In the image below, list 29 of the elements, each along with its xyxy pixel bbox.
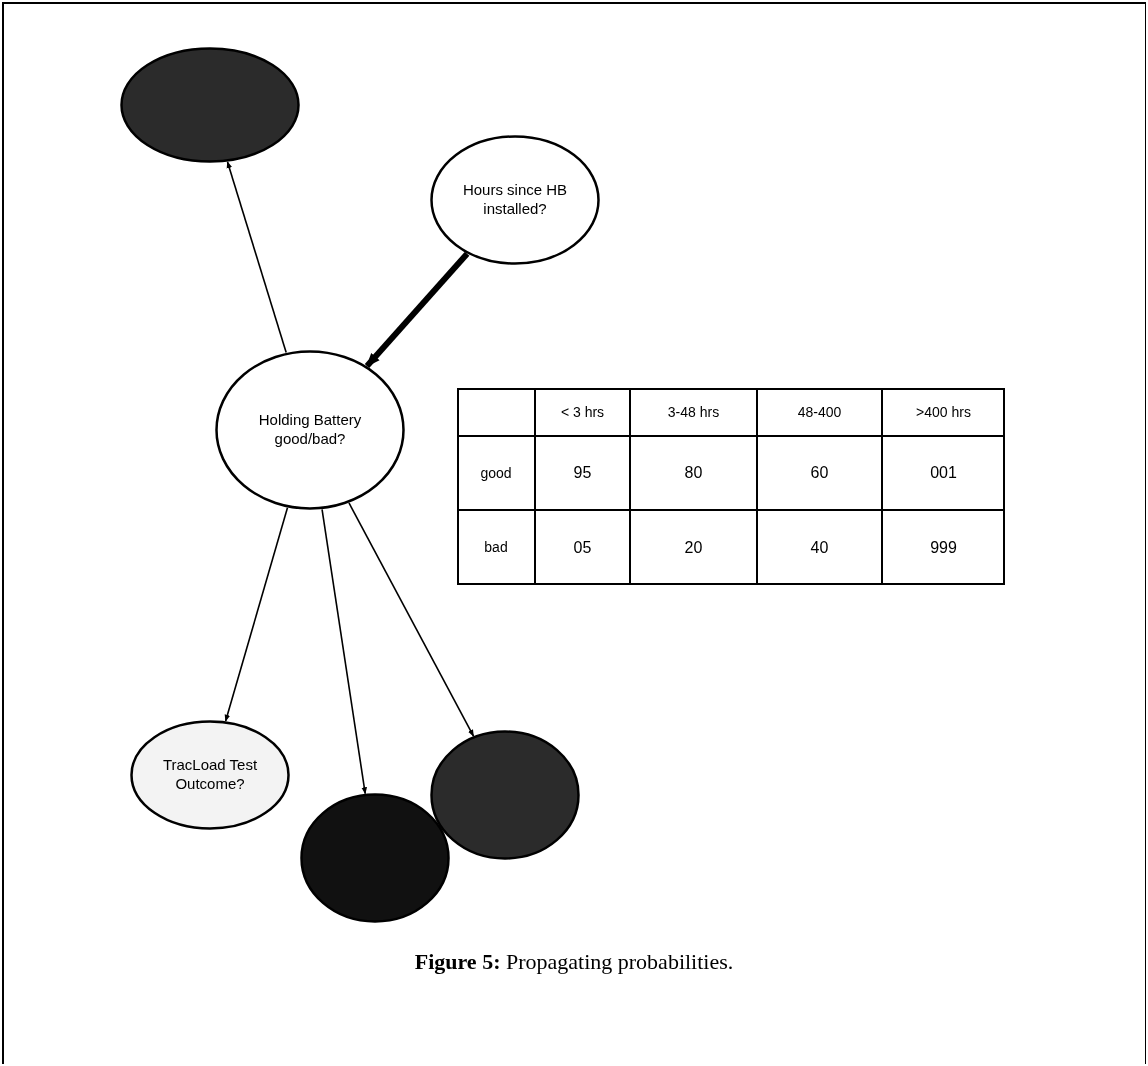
row-header: bad	[484, 538, 508, 557]
column-header: >400 hrs	[916, 402, 971, 422]
column-header: < 3 hrs	[560, 402, 605, 422]
probability-value: 05	[573, 537, 592, 558]
node-label: Hours since HB installed?	[461, 181, 569, 219]
arrow	[224, 506, 289, 722]
row-header: good	[480, 463, 512, 483]
probability-value: 40	[810, 537, 829, 558]
arrow	[226, 161, 287, 354]
column-header: 48-400	[797, 402, 842, 422]
ellipse-node	[430, 730, 580, 860]
arrow	[321, 508, 368, 795]
ellipse-node	[215, 350, 405, 510]
figure-caption: Figure 5: Propagating probabilities.	[414, 948, 734, 976]
probability-value: 95	[573, 463, 592, 483]
node-label: TracLoad Test Outcome?	[161, 756, 259, 794]
probability-value: 60	[810, 463, 829, 483]
arrow	[348, 502, 475, 737]
probability-value: 20	[684, 537, 703, 558]
probability-value: 999	[930, 537, 957, 558]
node-label: Holding Battery good/bad?	[257, 411, 363, 449]
probability-value: 001	[930, 463, 957, 483]
probability-value: 80	[684, 463, 703, 483]
ellipse-node	[430, 135, 600, 265]
ellipse-node	[130, 720, 290, 830]
column-header: 3-48 hrs	[667, 402, 720, 422]
ellipse-node	[300, 793, 450, 923]
ellipse-node	[120, 47, 300, 163]
arrow	[364, 251, 470, 368]
